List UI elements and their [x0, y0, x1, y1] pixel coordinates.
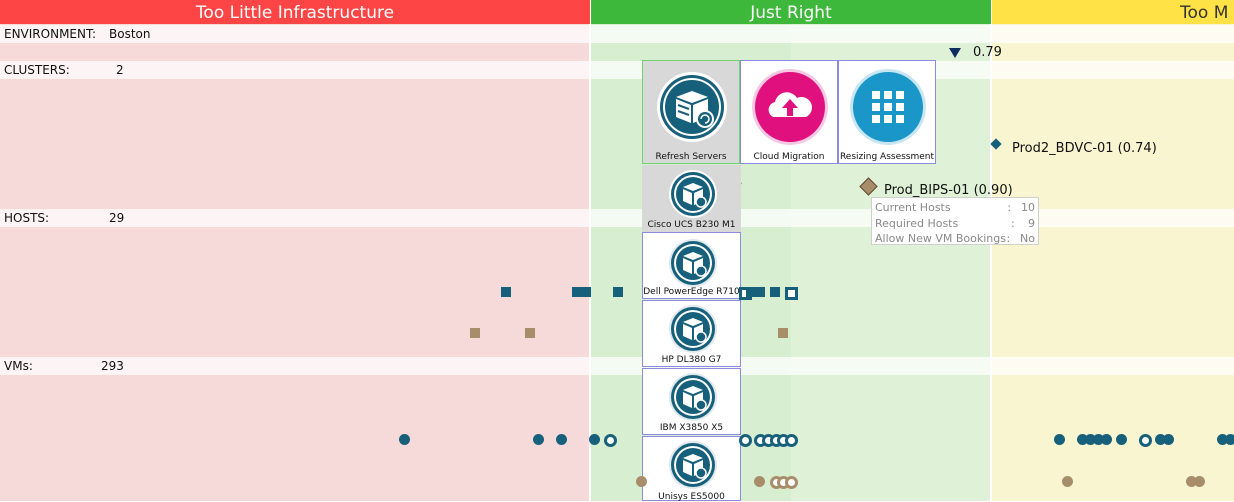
refresh-servers-button[interactable]: Refresh Servers	[642, 60, 740, 164]
vm-marker[interactable]	[1116, 434, 1127, 445]
tooltip-key: Allow New VM Bookings	[875, 232, 1006, 245]
server-model-ibm[interactable]: IBM X3850 X5	[642, 368, 741, 435]
vm-marker[interactable]	[1194, 476, 1205, 487]
row-band-vms	[0, 357, 1234, 375]
vm-marker[interactable]	[1186, 476, 1197, 487]
environment-value: Boston	[109, 27, 151, 41]
tooltip-row-required-hosts: Required Hosts : 9	[875, 216, 1035, 232]
vm-marker[interactable]	[1217, 434, 1228, 445]
vm-marker[interactable]	[399, 434, 410, 445]
vm-marker[interactable]	[533, 434, 544, 445]
vm-marker[interactable]	[1101, 434, 1112, 445]
server-model-label: Unisys ES5000	[658, 492, 725, 502]
server-model-label: Cisco UCS B230 M1	[647, 220, 736, 230]
vms-value: 293	[101, 359, 124, 373]
host-marker[interactable]	[755, 287, 765, 297]
tooltip-value: 10	[1021, 201, 1035, 214]
vm-marker[interactable]	[1163, 434, 1174, 445]
vm-marker[interactable]	[1077, 434, 1088, 445]
host-marker[interactable]	[785, 287, 798, 300]
cloud-migration-button[interactable]: Cloud Migration	[740, 60, 838, 164]
zone-divider	[589, 24, 591, 501]
cloud-upload-icon	[752, 69, 828, 145]
vm-marker[interactable]	[739, 434, 752, 447]
vm-marker[interactable]	[754, 476, 765, 487]
host-marker[interactable]	[770, 287, 780, 297]
refresh-servers-label: Refresh Servers	[655, 152, 727, 162]
tooltip-key: Current Hosts	[875, 201, 951, 214]
zone-too-little	[0, 24, 590, 501]
environment-score-label: 0.79	[973, 45, 1002, 60]
clusters-value: 2	[116, 63, 124, 77]
server-model-label: IBM X3850 X5	[659, 423, 724, 433]
host-marker[interactable]	[581, 287, 591, 297]
zone-too-much	[992, 24, 1234, 501]
environment-score-marker[interactable]	[949, 48, 961, 59]
hosts-label: HOSTS:	[4, 211, 50, 225]
vm-marker[interactable]	[785, 476, 798, 489]
tooltip-separator: :	[1006, 232, 1011, 245]
vm-marker[interactable]	[1093, 434, 1104, 445]
cluster-label-prod: Prod_BIPS-01 (0.90)	[884, 183, 1013, 198]
vms-label: VMs:	[4, 359, 33, 373]
vm-marker[interactable]	[1054, 434, 1065, 445]
vm-marker[interactable]	[1225, 434, 1234, 445]
zone-header-too-much: Too M	[992, 0, 1234, 24]
vm-marker[interactable]	[556, 434, 567, 445]
host-marker[interactable]	[778, 328, 788, 338]
row-band-hosts	[0, 209, 1234, 227]
host-marker[interactable]	[501, 287, 511, 297]
server-icon	[669, 170, 717, 218]
vm-marker[interactable]	[1139, 434, 1152, 447]
vm-marker[interactable]	[636, 476, 647, 487]
environment-label: ENVIRONMENT:	[4, 27, 97, 41]
tooltip-value: No	[1020, 232, 1035, 245]
host-marker[interactable]	[613, 287, 623, 297]
vm-marker[interactable]	[785, 434, 798, 447]
vm-marker[interactable]	[604, 434, 617, 447]
cluster-label-prod2: Prod2_BDVC-01 (0.74)	[1012, 141, 1157, 156]
server-model-unisys[interactable]: Unisys ES5000	[642, 436, 741, 502]
server-icon	[669, 239, 717, 287]
server-model-hp[interactable]: HP DL380 G7	[642, 300, 741, 367]
server-icon	[669, 305, 717, 353]
vm-marker[interactable]	[1155, 434, 1166, 445]
zone-divider	[990, 24, 992, 501]
host-marker[interactable]	[525, 328, 535, 338]
vm-marker[interactable]	[1085, 434, 1096, 445]
host-marker[interactable]	[470, 328, 480, 338]
server-icon	[669, 373, 717, 421]
server-model-label: HP DL380 G7	[661, 355, 722, 365]
resizing-assessment-button[interactable]: Resizing Assessment	[838, 60, 936, 164]
tooltip-separator: :	[1007, 201, 1012, 214]
clusters-label: CLUSTERS:	[4, 63, 70, 77]
cluster-tooltip: Current Hosts : 10 Required Hosts : 9 Al…	[871, 197, 1039, 245]
server-model-dell[interactable]: Dell PowerEdge R710	[642, 232, 741, 299]
zone-header-too-little: Too Little Infrastructure	[0, 0, 590, 24]
row-band-clusters	[0, 61, 1234, 79]
grid-icon	[850, 69, 926, 145]
tooltip-value: 9	[1028, 216, 1035, 230]
server-icon	[669, 441, 717, 489]
vm-marker[interactable]	[1062, 476, 1073, 487]
cloud-migration-label: Cloud Migration	[753, 152, 825, 162]
server-refresh-icon	[657, 72, 727, 142]
server-model-label: Dell PowerEdge R710	[643, 287, 740, 297]
vm-marker[interactable]	[589, 434, 600, 445]
host-marker[interactable]	[746, 287, 756, 297]
server-model-cisco[interactable]: Cisco UCS B230 M1	[642, 165, 741, 232]
tooltip-key: Required Hosts	[875, 216, 959, 230]
row-band-environment	[0, 25, 1234, 43]
resizing-assessment-label: Resizing Assessment	[839, 152, 935, 162]
host-marker[interactable]	[572, 287, 582, 297]
tooltip-row-allow-bookings: Allow New VM Bookings : No	[875, 231, 1035, 247]
hosts-value: 29	[109, 211, 125, 225]
tooltip-separator: :	[1011, 216, 1015, 230]
tooltip-row-current-hosts: Current Hosts : 10	[875, 200, 1035, 216]
zone-header-just-right: Just Right	[591, 0, 991, 24]
